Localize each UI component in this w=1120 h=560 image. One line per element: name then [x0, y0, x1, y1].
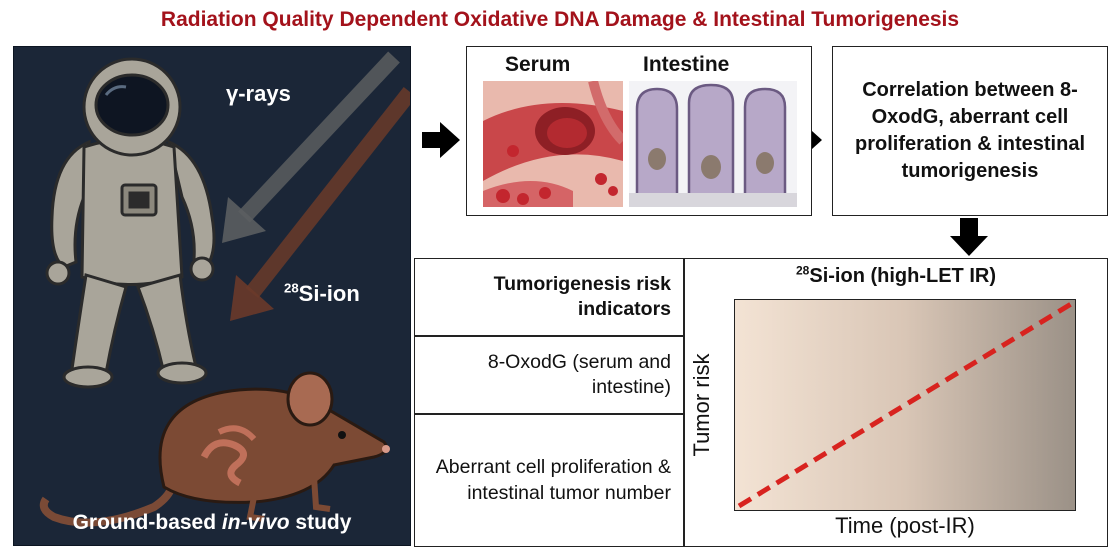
table-header-text: Tumorigenesis risk indicators: [493, 272, 671, 320]
study-caption-pre: Ground-based: [72, 511, 222, 534]
table-row: Aberrant cell proliferation & intestinal…: [415, 415, 683, 546]
si-ion-mass-number: 28: [284, 280, 299, 296]
samples-box: Serum Intestine: [466, 46, 812, 216]
blood-vessel-illustration: [483, 81, 623, 207]
table-row: 8-OxodG (serum and intestine): [415, 337, 683, 413]
chart-title: 28Si-ion (high-LET IR): [685, 263, 1107, 288]
astronaut-icon: [45, 57, 216, 389]
si-ion-name: Si-ion: [298, 281, 360, 306]
si-ion-arrow: [230, 87, 410, 321]
gamma-ray-arrow: [222, 51, 400, 243]
study-caption: Ground-based in-vivo study: [14, 511, 410, 535]
table-divider: [683, 259, 685, 546]
study-caption-italic: in-vivo: [221, 511, 290, 534]
right-arrow-icon: [422, 122, 460, 158]
indicator-proliferation: Aberrant cell proliferation & intestinal…: [435, 456, 671, 504]
page-title: Radiation Quality Dependent Oxidative DN…: [160, 8, 960, 31]
intestine-title: Intestine: [643, 53, 730, 76]
correlation-text: Correlation between 8-OxodG, aberrant ce…: [854, 79, 1086, 182]
chart-title-sup: 28: [796, 263, 810, 278]
si-ion-label: 28Si-ion: [284, 281, 360, 307]
trend-line-series-0: [737, 301, 1073, 509]
risk-indicator-table: Tumorigenesis risk indicators 8-OxodG (s…: [414, 258, 1108, 547]
down-arrow-icon: [950, 218, 988, 256]
row-divider: [415, 335, 683, 337]
table-header-cell: Tumorigenesis risk indicators: [415, 259, 683, 335]
in-vivo-study-panel: γ-rays 28Si-ion Ground-based in-vivo stu…: [13, 46, 411, 546]
y-axis-label: Tumor risk: [689, 353, 714, 457]
x-axis-label: Time (post-IR): [835, 513, 975, 538]
serum-title: Serum: [505, 53, 571, 76]
gamma-ray-label: γ-rays: [226, 81, 291, 106]
study-caption-post: study: [289, 511, 352, 534]
mouse-icon: [39, 371, 390, 527]
chart-title-text: Si-ion (high-LET IR): [809, 265, 996, 287]
trend-chart: [737, 301, 1073, 509]
plot-area: [734, 299, 1076, 511]
row-divider: [415, 413, 683, 415]
astronaut-mouse-illustration: [39, 51, 410, 527]
indicator-8-oxodg: 8-OxodG (serum and intestine): [487, 350, 671, 398]
correlation-box: Correlation between 8-OxodG, aberrant ce…: [832, 46, 1108, 216]
intestinal-crypt-illustration: [629, 81, 797, 207]
